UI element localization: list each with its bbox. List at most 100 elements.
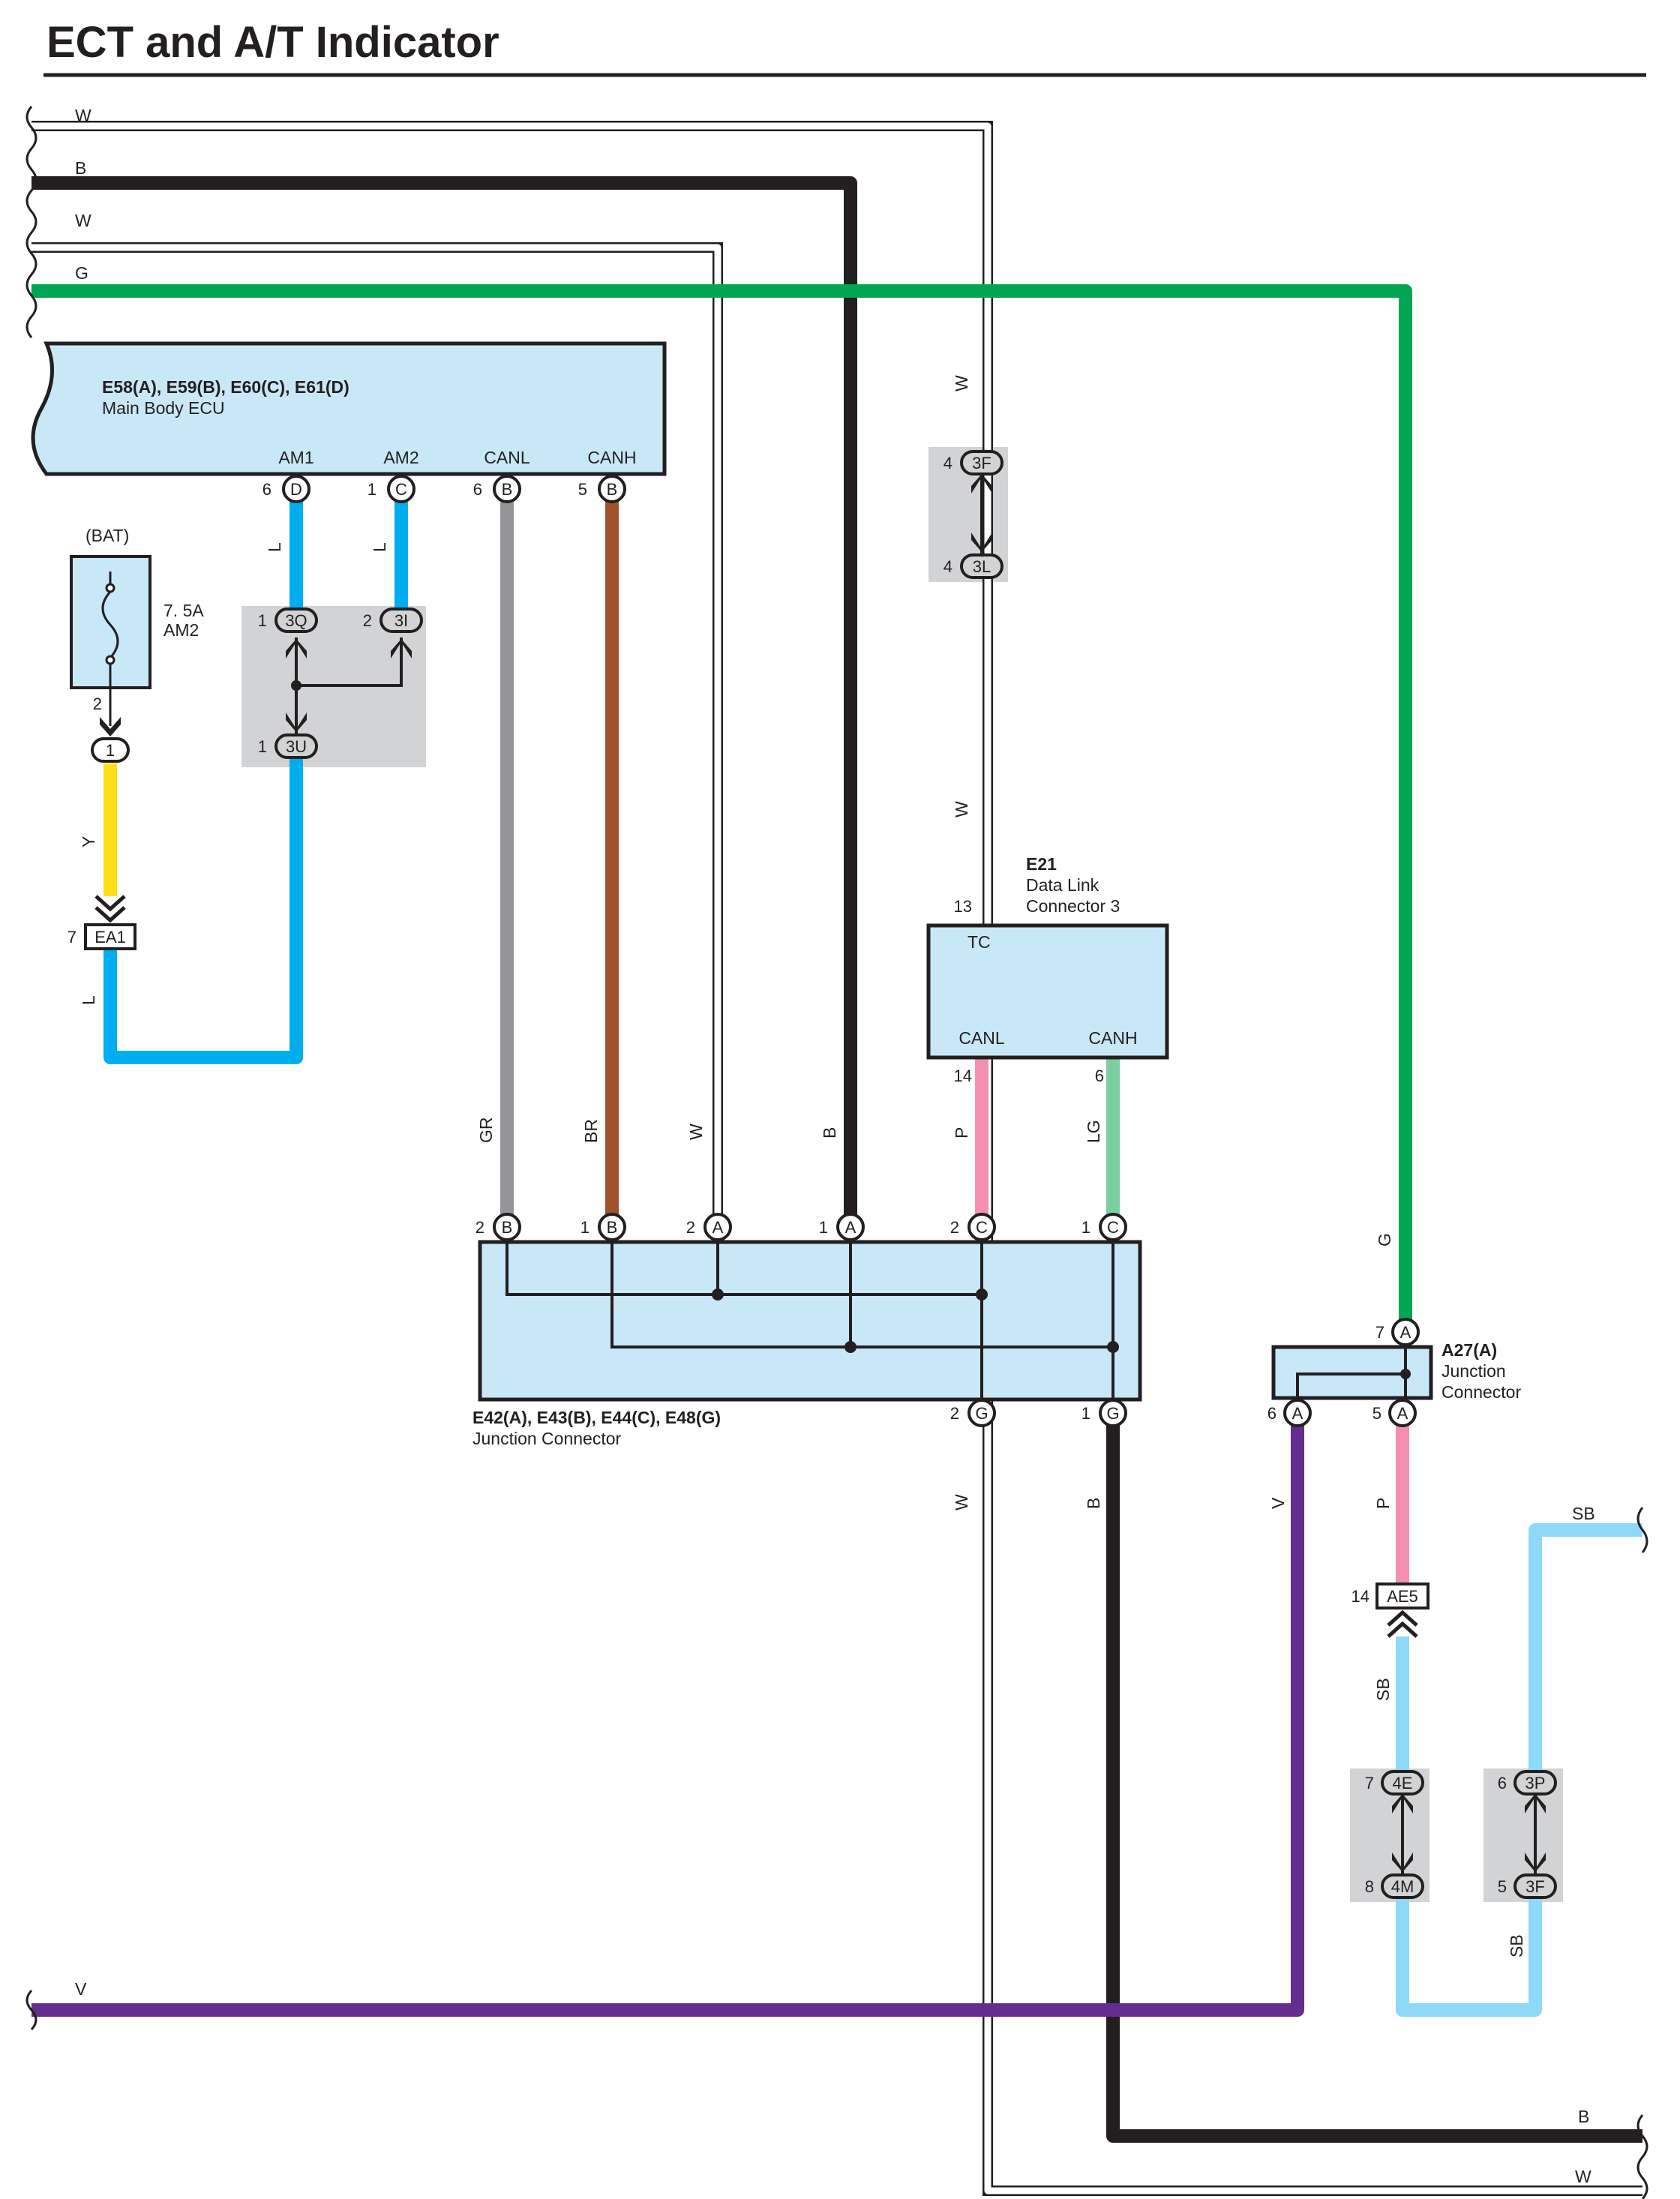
label-canh-br: BR	[581, 1119, 601, 1143]
jb-am-pin-3q: 3Q 1	[258, 608, 318, 633]
jc-bottom-pin-2-letter: G	[1106, 1404, 1119, 1423]
dlc-name2: Connector 3	[1026, 896, 1120, 916]
label-top-w2: W	[75, 211, 92, 230]
jb-am-3q-num: 1	[258, 611, 267, 630]
jb-am-arrow-3i-icon	[391, 639, 412, 658]
jc-top-pin-6: C 1	[1082, 1213, 1127, 1241]
jb-am-pin-3u: 3U 1	[258, 734, 318, 759]
a27-node	[1400, 1369, 1411, 1379]
label-w-out: W	[952, 1494, 971, 1510]
jc-box	[478, 1240, 1142, 1402]
dlc-name1: Data Link	[1026, 875, 1100, 895]
diagram-title: ECT and A/T Indicator	[46, 18, 500, 67]
jb-sb1-arrow-down-icon	[1392, 1852, 1413, 1872]
jb-sb2-bot-num: 5	[1498, 1877, 1507, 1896]
label-dlc-w-lower: W	[952, 801, 971, 818]
label-jc-w-in: W	[686, 1124, 706, 1140]
jb-w-arrow-down-icon	[971, 532, 992, 552]
ecu-term-canh: CANH	[587, 448, 636, 467]
ea1-box	[84, 923, 136, 950]
jc-top-pin-4-num: 1	[819, 1218, 828, 1237]
jc-top-pin-6-letter: C	[1107, 1218, 1119, 1237]
jc-node-4	[1107, 1341, 1119, 1353]
label-fuse-y: Y	[79, 836, 98, 848]
fuse-arrow-icon	[100, 717, 121, 736]
dlc-canh: CANH	[1088, 1028, 1137, 1048]
ecu-box	[31, 341, 667, 476]
jc-top-pin-3-num: 2	[686, 1218, 695, 1237]
jb-am-3i-name: 3I	[394, 611, 408, 630]
ecu-term-am2: AM2	[383, 448, 418, 467]
jc-internal-wiring	[506, 1242, 1114, 1400]
jc-node-2	[976, 1288, 988, 1300]
label-sb-right: SB	[1572, 1504, 1595, 1523]
jb-sb2-arrow-down-icon	[1525, 1852, 1546, 1872]
label-jc-b-in: B	[820, 1127, 839, 1138]
ea1-chevron-icon	[94, 895, 126, 923]
jc-top-pin-1-num: 2	[476, 1218, 484, 1237]
ecu-pin-am1: D 6	[262, 475, 310, 503]
jc-top-pin-6-num: 1	[1082, 1218, 1090, 1237]
wire-v	[32, 1413, 1304, 2017]
fuse-connector	[91, 737, 130, 763]
ecu-pin-canl: B 6	[473, 475, 521, 503]
ecu-pin-canl-letter: B	[502, 480, 513, 499]
jc-node-3	[844, 1341, 856, 1353]
dlc-box	[926, 923, 1169, 1060]
jc-bottom-pin-2: G 1	[1082, 1399, 1127, 1427]
label-canl-gr: GR	[476, 1118, 496, 1144]
jb-am-3u-num: 1	[258, 737, 267, 756]
wire-g-top	[32, 284, 1412, 1332]
jc-bottom-pin-1-letter: G	[975, 1404, 988, 1423]
junction-connector-a27: A27(A) Junction Connector	[1271, 1340, 1521, 1402]
jc-desc: Junction Connector	[472, 1429, 622, 1448]
fuse-pin: 2	[93, 694, 102, 713]
label-bottom-b: B	[1578, 2107, 1589, 2126]
ecu-pin-canh: B 5	[578, 475, 626, 503]
label-v-vertical: V	[1268, 1497, 1288, 1509]
label-g-vertical: G	[1375, 1233, 1394, 1246]
connector-ea1: EA1 7	[68, 895, 136, 950]
jc-top-pin-2: B 1	[580, 1213, 626, 1241]
ecu-pin-am2: C 1	[368, 475, 416, 503]
ecu-pin-am1-letter: D	[290, 480, 302, 499]
label-am2-l: L	[370, 542, 389, 552]
a27-pin-top: A 7	[1376, 1318, 1420, 1346]
jb-am-node	[291, 680, 302, 691]
jc-top-pin-3: A 2	[686, 1213, 732, 1241]
break-marks-left	[26, 106, 1648, 2199]
ae5-chevron-icon	[1387, 1610, 1418, 1638]
label-sb-lower: SB	[1507, 1934, 1526, 1958]
data-link-connector-e21: E21 Data Link Connector 3 13 TC CANL CAN…	[926, 854, 1169, 1085]
ecu-term-am1: AM1	[278, 448, 314, 467]
label-ea1-l: L	[79, 995, 98, 1005]
jb-sb1-pin-top: 4E 7	[1365, 1770, 1424, 1796]
jb-w-3l-num: 4	[944, 557, 952, 576]
jc-top-pin-5: C 2	[950, 1213, 996, 1241]
ecu-pin-canh-letter: B	[607, 480, 618, 499]
ecu-term-canl: CANL	[484, 448, 530, 467]
junction-connector-main: E42(A), E43(B), E44(C), E48(G) Junction …	[472, 1240, 1142, 1448]
jc-bottom-pin-2-num: 1	[1082, 1404, 1090, 1423]
label-jc-lg: LG	[1084, 1120, 1103, 1143]
jc-bottom-pin-1: G 2	[950, 1399, 996, 1427]
fuse-bat-label: (BAT)	[86, 526, 129, 545]
jb-sb1-arrow-up-icon	[1392, 1794, 1413, 1814]
a27-pin-left: A 6	[1268, 1399, 1312, 1427]
jb-w-3f-name: 3F	[972, 454, 992, 472]
wire-b-out	[1106, 1413, 1642, 2143]
jb-am-3i-num: 2	[363, 611, 372, 630]
fuse-element-icon	[101, 590, 119, 659]
jb-sb2-pin-bottom: 3F 5	[1498, 1874, 1557, 1899]
dlc-canl-pin: 14	[954, 1066, 972, 1085]
a27-pin-top-letter: A	[1400, 1323, 1412, 1342]
a27-name1: Junction	[1442, 1361, 1506, 1381]
label-sb-upper: SB	[1373, 1678, 1393, 1701]
fuse-name: AM2	[164, 620, 199, 640]
jb-am-arrow-3q-icon	[286, 639, 307, 658]
jb-am-pin-3i: 3I 2	[363, 608, 423, 633]
ae5-name: AE5	[1387, 1587, 1418, 1606]
label-dlc-w-upper: W	[952, 375, 971, 392]
jb-sb2-pin-top: 3P 6	[1498, 1770, 1557, 1796]
jc-top-pin-3-letter: A	[712, 1218, 724, 1237]
